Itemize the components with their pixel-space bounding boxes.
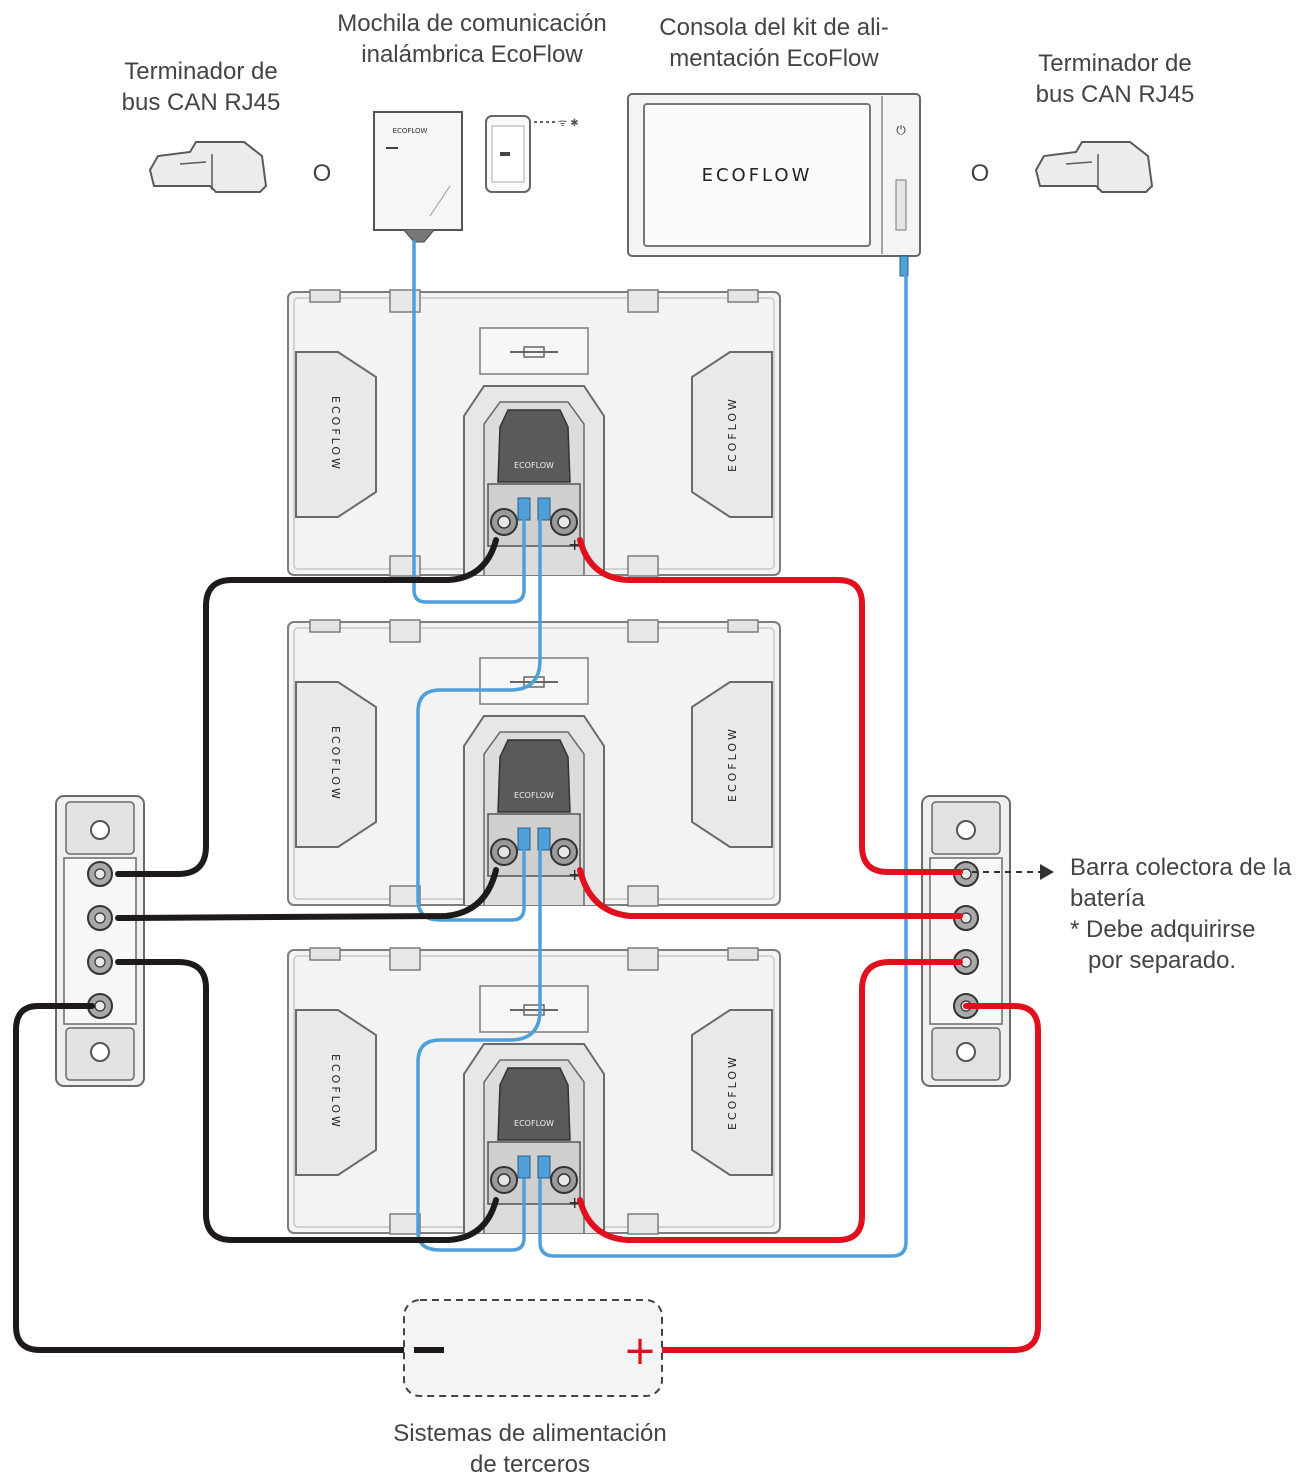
busbar-left [55, 795, 145, 1087]
busbar-line1: Barra colectora de la [1070, 854, 1292, 881]
console-line1: Consola del kit de ali- [659, 14, 889, 41]
or-left: O [312, 160, 332, 187]
battery-unit-3 [287, 947, 781, 1235]
console-line2: mentación EcoFlow [669, 45, 879, 72]
wireless-backpack: ECOFLOW [373, 111, 463, 243]
terminator-left-label: Terminador de bus CAN RJ45 [96, 56, 306, 118]
console-label: Consola del kit de ali- mentación EcoFlo… [636, 12, 912, 74]
third-party-label: Sistemas de alimentación de terceros [362, 1418, 698, 1480]
or-right: O [970, 160, 990, 187]
phone-icon: ᯤ ✱ [485, 115, 579, 193]
busbar-callout-arrow [972, 864, 1054, 880]
backpack-line2: inalámbrica EcoFlow [361, 41, 583, 68]
terminator-left-line2: bus CAN RJ45 [121, 89, 281, 116]
svg-text:ᯤ ✱: ᯤ ✱ [558, 118, 579, 129]
terminator-left-line1: Terminador de [124, 58, 278, 85]
battery-unit-2 [287, 619, 781, 907]
third-party-line1: Sistemas de alimentación [393, 1420, 667, 1447]
can-cables [412, 240, 908, 1258]
battery-unit-1 [287, 289, 781, 577]
third-party-line2: de terceros [469, 1451, 591, 1478]
busbar-note-line2: por separado. [1088, 947, 1237, 974]
terminator-right-label: Terminador de bus CAN RJ45 [1010, 48, 1220, 110]
negative-cables [13, 537, 499, 1353]
svg-text:ECOFLOW: ECOFLOW [393, 127, 428, 135]
can-terminator-right [1035, 141, 1153, 193]
backpack-line1: Mochila de comunicación [337, 10, 607, 37]
power-kit-console: ECOFLOW ⏻ [627, 93, 921, 277]
console-brand-text: ECOFLOW [702, 165, 813, 186]
terminator-right-line2: bus CAN RJ45 [1035, 81, 1195, 108]
busbar-line2: batería [1070, 885, 1145, 912]
can-terminator-left [149, 141, 267, 193]
busbar-label: Barra colectora de la batería * Debe adq… [1070, 852, 1314, 976]
backpack-label: Mochila de comunicación inalámbrica EcoF… [322, 8, 622, 70]
plus-sign: + [623, 1328, 657, 1374]
power-icon: ⏻ [896, 123, 906, 137]
busbar-note-line1: * Debe adquirirse [1070, 916, 1256, 943]
busbar-right [921, 795, 1011, 1087]
third-party-system: + [403, 1299, 663, 1397]
terminator-right-line1: Terminador de [1038, 50, 1192, 77]
positive-cables [577, 537, 1041, 1353]
